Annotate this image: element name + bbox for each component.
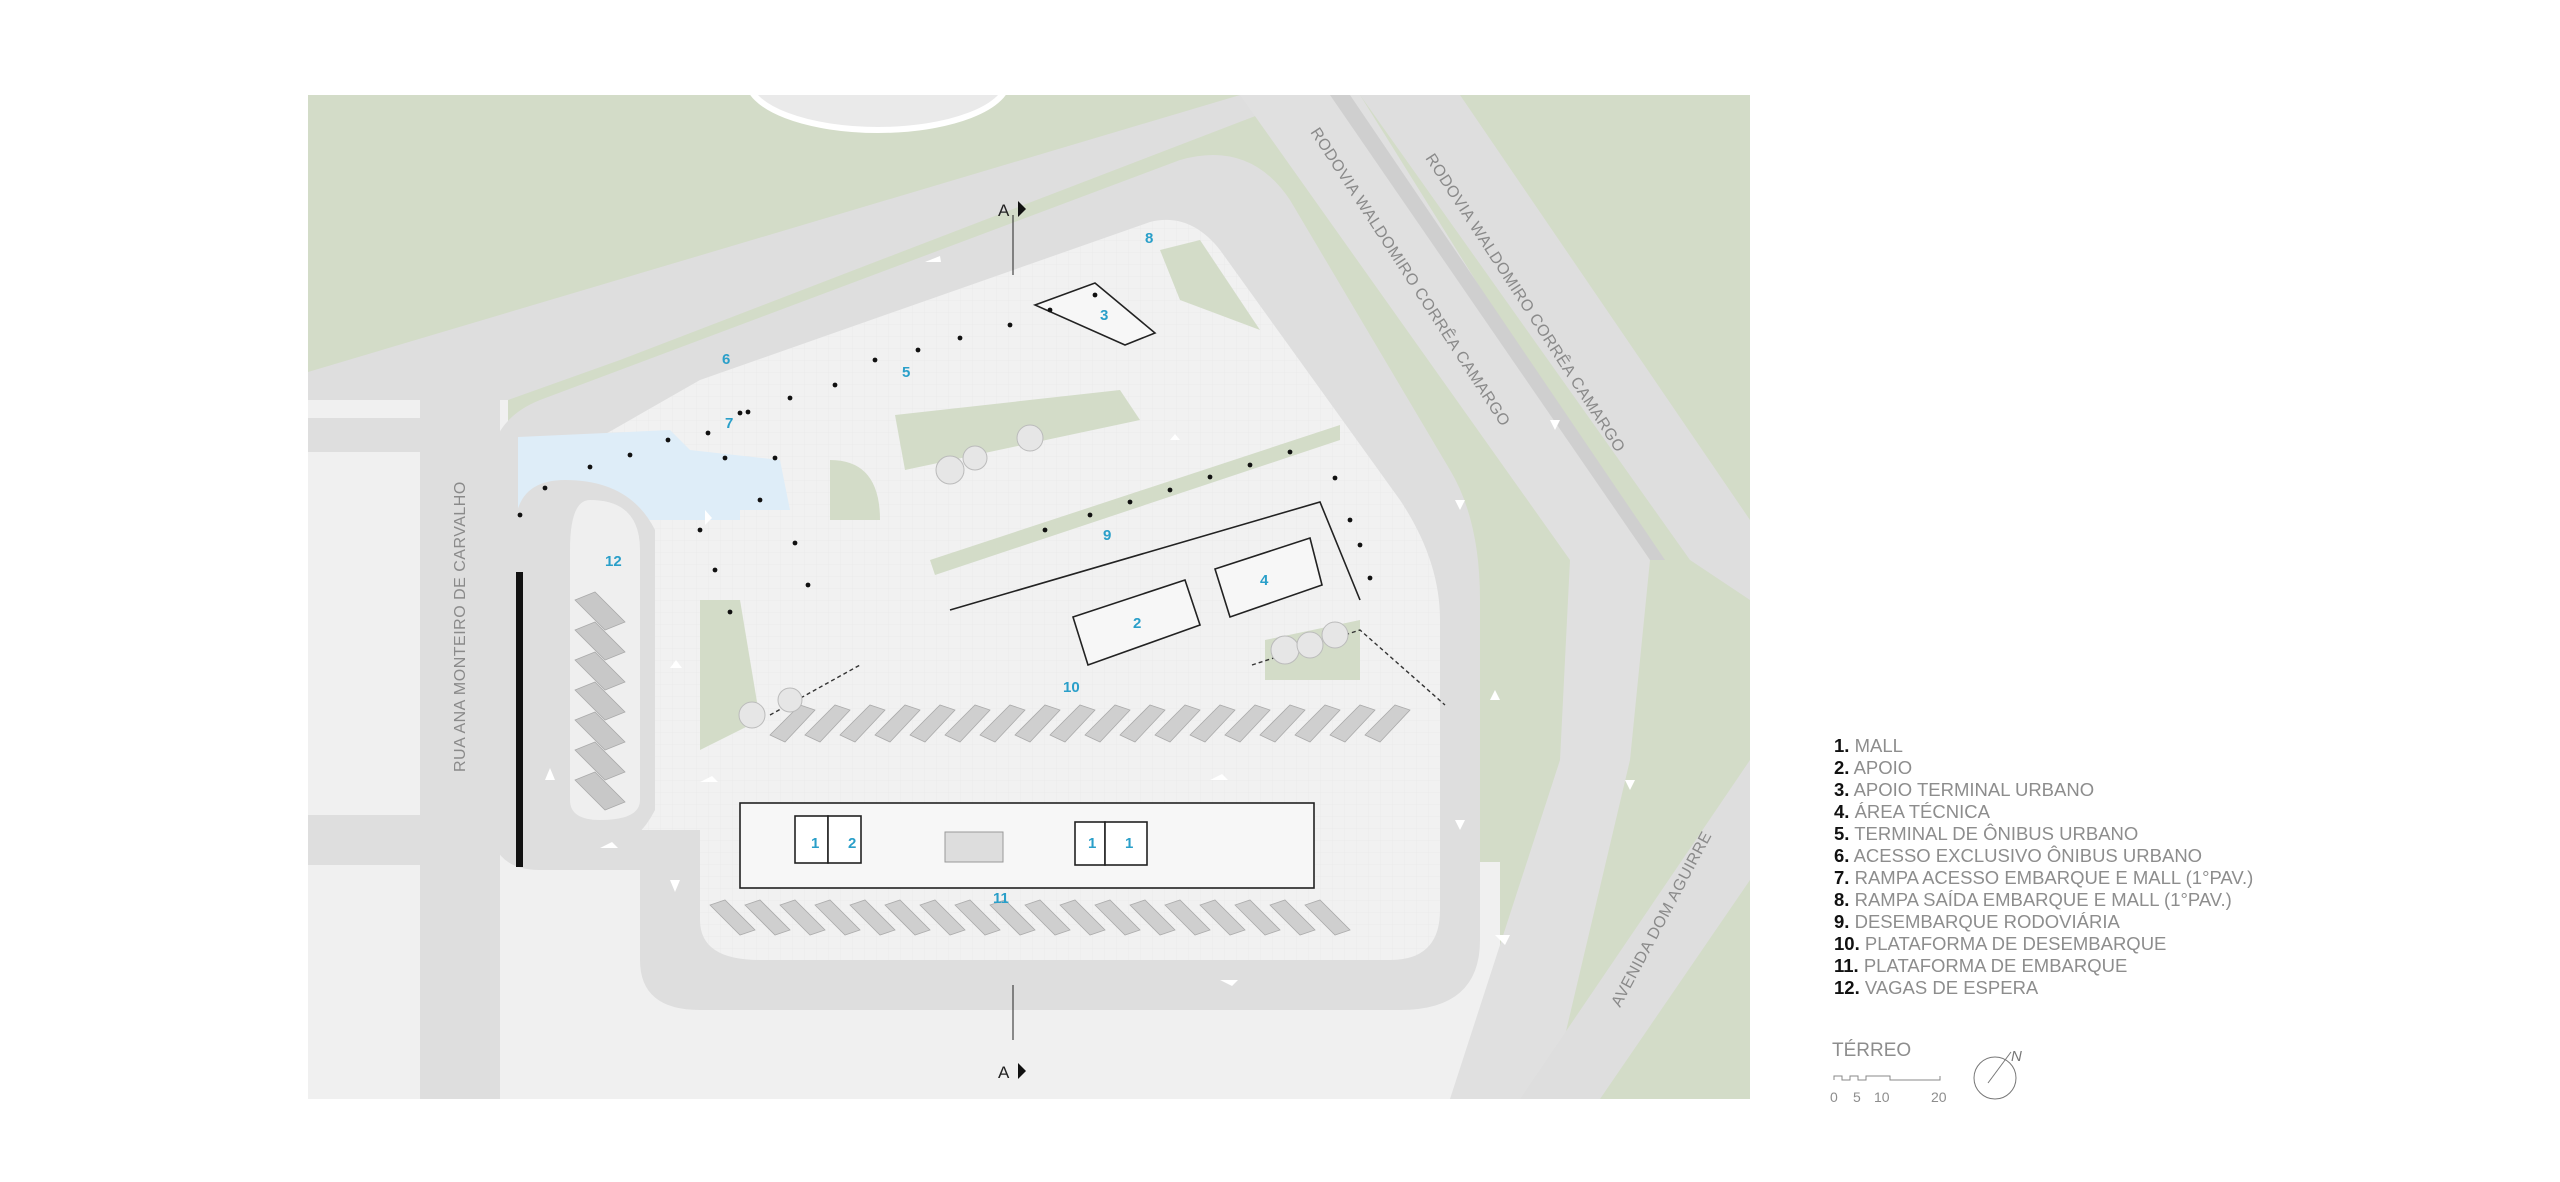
area-label-mall-1c: 1 (1125, 835, 1133, 852)
section-marker-bottom: A (998, 1063, 1010, 1082)
legend-item: 2. APOIO (1834, 757, 1913, 778)
section-arrow-top (1018, 201, 1026, 217)
section-marker-top: A (998, 201, 1010, 220)
area-label-apoio-2b: 2 (848, 835, 856, 852)
scale-tick-label: 0 (1830, 1089, 1838, 1105)
legend-item: 4. ÁREA TÉCNICA (1834, 801, 1990, 822)
area-label-desembarque: 9 (1103, 527, 1111, 544)
legend-item: 9. DESEMBARQUE RODOVIÁRIA (1834, 911, 2120, 932)
legend: 1. MALL 2. APOIO 3. APOIO TERMINAL URBAN… (1834, 735, 2253, 999)
legend-item: 10. PLATAFORMA DE DESEMBARQUE (1834, 933, 2167, 954)
traffic-arrows (545, 256, 1635, 986)
legend-item: 5. TERMINAL DE ÔNIBUS URBANO (1834, 823, 2139, 844)
waiting-stalls (574, 591, 626, 811)
area-label-rampa-acesso: 7 (725, 415, 733, 432)
mall-unit-1b (1074, 821, 1106, 866)
area-label-rampa-saida: 8 (1145, 230, 1153, 247)
green-patch-2 (830, 460, 880, 520)
legend-item: 1. MALL (1834, 735, 1903, 756)
legend-item: 3. APOIO TERMINAL URBANO (1834, 779, 2095, 800)
mall-unit-1c (1104, 821, 1148, 866)
area-label-apoio-terminal: 3 (1100, 307, 1108, 324)
section-arrow-bottom (1018, 1063, 1026, 1079)
column-dots (517, 292, 1373, 615)
north-road (308, 95, 1310, 400)
legend-item: 11. PLATAFORMA DE EMBARQUE (1834, 955, 2128, 976)
scale-tick-label: 20 (1931, 1089, 1947, 1105)
area-label-acesso: 6 (722, 351, 730, 368)
rodovia-median (1330, 95, 1665, 560)
north-arrow-icon: N (1973, 1048, 2022, 1100)
rua-road (420, 400, 500, 1099)
mall-unit-1a (794, 815, 829, 864)
green-patch-6 (1160, 240, 1260, 330)
rodovia-band-2 (1360, 95, 1750, 600)
scale-tick-label: 10 (1874, 1089, 1890, 1105)
platform-11-bays (709, 899, 1351, 936)
rodovia-band-1 (1240, 95, 1650, 1099)
north-label: N (2011, 1048, 2022, 1065)
legend-item: 12. VAGAS DE ESPERA (1834, 977, 2039, 998)
road-label-rua: RUA ANA MONTEIRO DE CARVALHO (452, 481, 469, 772)
floor-label: TÉRREO (1832, 1040, 1912, 1061)
escalator-11 (944, 831, 1004, 863)
green-patch-1 (895, 390, 1140, 470)
roundabout (750, 95, 1006, 133)
apoio-unit-2a (827, 815, 862, 864)
black-wall (516, 572, 523, 867)
green-patch-3 (930, 425, 1340, 575)
west-street-2 (308, 418, 500, 452)
area-label-apoio: 2 (1133, 615, 1141, 632)
building-area-tecnica (1214, 536, 1323, 619)
platform-10-bays (769, 704, 1411, 743)
trees (738, 424, 1349, 729)
legend-item: 7. RAMPA ACESSO EMBARQUE E MALL (1°PAV.) (1834, 867, 2254, 888)
building-apoio (1072, 578, 1202, 667)
scale-bar (1833, 1075, 1941, 1081)
area-label-plataforma-embarque: 11 (993, 890, 1009, 907)
site-paving (560, 219, 1440, 960)
area-label-vagas: 12 (605, 553, 622, 570)
scale-tick-label: 5 (1853, 1089, 1861, 1105)
area-label-terminal: 5 (902, 364, 910, 381)
terminal-9-outline (949, 501, 1361, 611)
area-label-mall-1b: 1 (1088, 835, 1096, 852)
west-street (308, 815, 500, 865)
legend-item: 8. RAMPA SAÍDA EMBARQUE E MALL (1°PAV.) (1834, 889, 2232, 910)
avenida-road (1520, 760, 1750, 1099)
area-label-mall-1: 1 (811, 835, 819, 852)
legend-item: 6. ACESSO EXCLUSIVO ÔNIBUS URBANO (1834, 845, 2203, 866)
area-labels: 1 2 1 1 2 3 4 5 6 7 8 9 10 11 12 (605, 230, 1269, 907)
area-label-area-tecnica: 4 (1260, 572, 1269, 589)
area-label-plataforma-desembarque: 10 (1063, 679, 1080, 696)
building-apoio-terminal (1032, 282, 1157, 346)
